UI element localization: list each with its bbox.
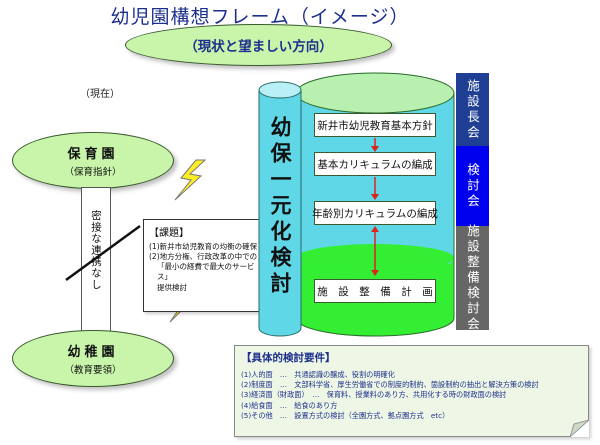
tag-label: 施設長会	[465, 78, 480, 141]
step-basic-curriculum: 基本カリキュラムの編成	[314, 152, 436, 176]
down-arrow-icon	[371, 138, 379, 152]
strike-line	[65, 224, 141, 282]
tag-directors-meeting: 施設長会	[456, 73, 489, 146]
requirements-box: 【具体的検討要件】 (1)人的面 … 共通認識の醸成、役割の明確化 (2)制度面…	[234, 345, 589, 437]
tag-review-meeting: 検討会	[456, 146, 489, 226]
issues-heading: 【課題】	[149, 228, 189, 239]
requirements-item: (5)その他 … 設置方式の検討（全園方式、拠点園方式 etc）	[241, 410, 450, 420]
requirements-item: (4)給食面 … 給食のあり方	[241, 400, 338, 410]
diagram-title: 幼児園構想フレーム（イメージ）	[110, 6, 410, 28]
tag-label: 検討会	[465, 162, 480, 210]
issues-item: (2)地方分権、行政改革の中での	[149, 252, 258, 262]
central-label: 幼保一元化検討	[268, 116, 292, 298]
current-label: （現在）	[80, 89, 120, 100]
requirements-item: (3)経済面（財政面） … 保育料、授業料のあり方、共用化する時の財政面の検討	[241, 390, 507, 400]
nursery-oval: 保育園 （保育指針）	[12, 132, 174, 189]
kindergarten-guideline: （教育要領）	[64, 365, 122, 376]
requirements-item: (1)人的面 … 共通認識の醸成、役割の明確化	[241, 370, 395, 379]
connector-box: 密接な連携なし	[81, 187, 111, 337]
nursery-name: 保育園	[67, 147, 119, 162]
issues-item: 提供検討	[157, 282, 187, 292]
kindergarten-oval: 幼稚園 （教育要領）	[12, 330, 174, 387]
subtitle-oval: （現状と望ましい方向）	[125, 24, 392, 66]
process-cylinder: 新井市幼児教育基本方針 基本カリキュラムの編成 年齢別カリキュラムの編成 施 設…	[294, 68, 456, 338]
central-pillar: 幼保一元化検討	[257, 80, 303, 338]
step-facility-plan: 施 設 整 備 計 画	[314, 279, 436, 303]
issues-item: (1)新井市幼児教育の均衡の確保	[149, 242, 258, 251]
issues-item: 「最小の経費で最大のサービス」	[157, 262, 255, 282]
page-curl-icon	[570, 420, 589, 437]
step-basic-policy: 新井市幼児教育基本方針	[314, 113, 436, 137]
down-arrow-icon	[371, 177, 379, 200]
issues-box: 【課題】 (1)新井市幼児教育の均衡の確保 (2)地方分権、行政改革の中での 「…	[143, 219, 268, 312]
lightning-icon	[174, 159, 207, 201]
nursery-guideline: （保育指針）	[64, 167, 122, 178]
tag-label: 施設整備検討会	[465, 223, 480, 333]
kindergarten-name: 幼稚園	[67, 345, 119, 360]
subtitle: （現状と望ましい方向）	[184, 39, 333, 55]
step-arrows	[371, 138, 379, 276]
tag-facility-meeting: 施設整備検討会	[456, 223, 489, 333]
requirements-heading: 【具体的検討要件】	[241, 352, 336, 364]
step-age-curriculum: 年齢別カリキュラムの編成	[312, 201, 438, 225]
connector-label: 密接な連携なし	[90, 210, 102, 291]
requirements-item: (2)制度面 … 文部科学省、厚生労働省での制度的制約、箇設制約の抽出と解決方策…	[241, 380, 539, 390]
updown-arrow-icon	[371, 226, 379, 276]
